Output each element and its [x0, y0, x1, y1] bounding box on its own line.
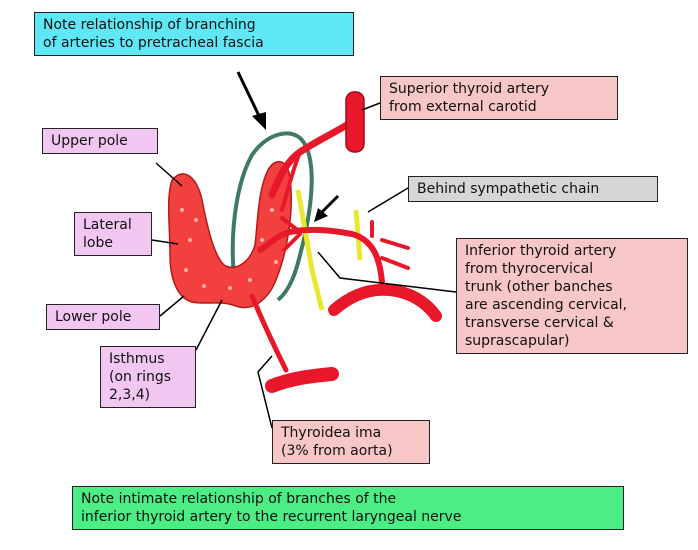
lower-pole-label: Lower pole: [46, 304, 160, 330]
arrowhead-icon: [252, 112, 266, 130]
external-carotid: [345, 91, 365, 153]
inferior-thyroid-label: Inferior thyroid artery from thyrocervic…: [456, 238, 688, 354]
note-intimate-label: Note intimate relationship of branches o…: [72, 486, 624, 530]
thyroidea-ima-artery: [249, 293, 289, 373]
thyrocervical-trunk: [328, 283, 442, 322]
recurrent-laryngeal-nerve: [295, 189, 325, 311]
arrowhead-icon: [314, 208, 328, 222]
isthmus-label: Isthmus (on rings 2,3,4): [100, 346, 196, 408]
behind-sympathetic-label: Behind sympathetic chain: [408, 176, 658, 202]
arrow-pointer: [318, 194, 340, 216]
aorta-segment: [265, 367, 339, 393]
upper-pole-label: Upper pole: [42, 128, 158, 154]
inferior-thyroid-artery: [257, 226, 385, 285]
superior-thyroid-branch: [280, 150, 302, 212]
arrow-pointer: [236, 71, 262, 119]
superior-thyroid-label: Superior thyroid artery from external ca…: [380, 76, 618, 120]
leader-lines: [151, 102, 457, 429]
thyroid-texture: [180, 208, 278, 290]
pretracheal-fascia: [230, 131, 314, 302]
lateral-lobe-label: Lateral lobe: [74, 212, 152, 256]
thyroidea-ima-label: Thyroidea ima (3% from aorta): [272, 420, 430, 464]
inferior-thyroid-branches: [280, 216, 410, 270]
note-branching-label: Note relationship of branching of arteri…: [34, 12, 354, 56]
thyroid-gland: [167, 160, 292, 309]
